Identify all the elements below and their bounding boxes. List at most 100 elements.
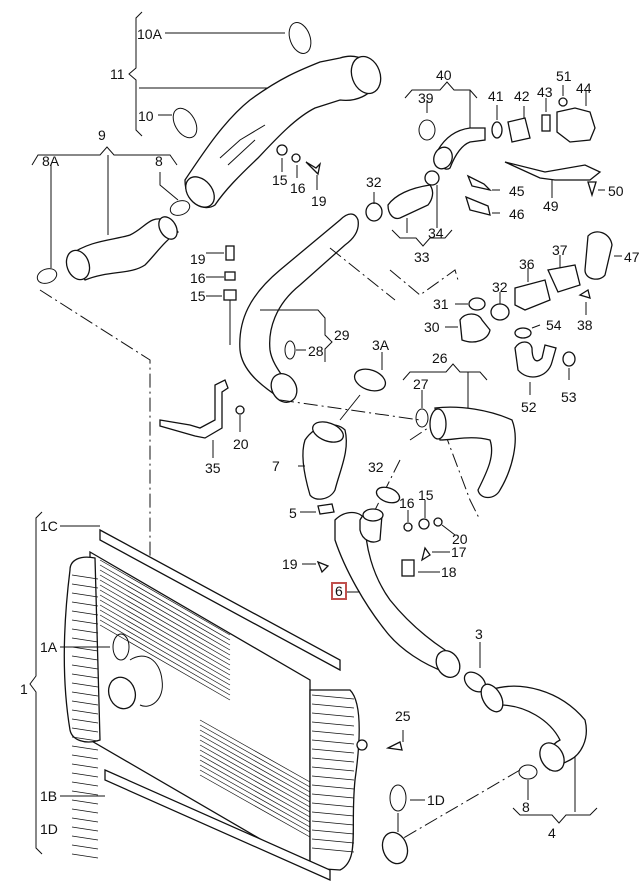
- tank-rib: [71, 808, 99, 814]
- part-label: 19: [190, 251, 206, 267]
- part-label: 50: [608, 183, 624, 199]
- o-ring-8A: [36, 268, 58, 284]
- part-label: 34: [428, 225, 444, 241]
- tank-rib: [71, 637, 99, 643]
- hose-4: [488, 685, 587, 771]
- part-label: 47: [624, 249, 640, 265]
- o-ring-8b: [518, 764, 538, 780]
- pipe-29: [239, 213, 359, 399]
- part-label: 32: [368, 459, 384, 475]
- tank-rib: [311, 838, 355, 844]
- part-label: 10A: [137, 26, 162, 42]
- valve-44: [556, 107, 596, 143]
- tank-rib: [71, 754, 99, 760]
- part-label: 16: [190, 270, 206, 286]
- tank-rib: [311, 847, 355, 853]
- clamp-32a: [365, 202, 383, 222]
- tank-rib: [311, 730, 355, 736]
- tank-rib: [71, 835, 99, 841]
- tank-rib: [71, 727, 99, 733]
- tank-rib: [311, 811, 355, 817]
- part-label: 1C: [40, 518, 58, 534]
- tank-rib: [71, 655, 99, 661]
- cooler-fin: [99, 624, 231, 701]
- part-label: 19: [311, 193, 327, 209]
- tank-rib: [71, 790, 99, 796]
- part-label: 20: [452, 531, 468, 547]
- clamp-41: [491, 121, 503, 139]
- part-label: 16: [290, 180, 306, 196]
- cooler-fin: [99, 559, 231, 636]
- cooler-fin: [199, 719, 311, 783]
- tank-rib: [311, 721, 355, 727]
- part-label: 39: [418, 90, 434, 106]
- part-label: 49: [543, 198, 559, 214]
- part-label: 32: [492, 279, 508, 295]
- o-ring-27: [415, 408, 429, 428]
- part-label: 8A: [42, 153, 60, 169]
- tank-rib: [311, 802, 355, 808]
- tank-rib: [311, 784, 355, 790]
- cooler-fin: [199, 744, 311, 808]
- tank-rib: [71, 709, 99, 715]
- part-label: 9: [98, 127, 106, 143]
- cooler-fin: [99, 584, 231, 661]
- tank-rib: [71, 745, 99, 751]
- cooler-fin: [99, 614, 231, 691]
- part-label: 1A: [40, 639, 58, 655]
- cooler-fin: [99, 619, 231, 696]
- part-label: 15: [272, 172, 288, 188]
- part-label: 5: [289, 505, 297, 521]
- sensor-18: [401, 559, 415, 577]
- clamp-32b: [490, 303, 510, 321]
- tank-rib: [71, 817, 99, 823]
- cooler-fin: [199, 729, 311, 793]
- part-label: 8: [155, 153, 163, 169]
- clip-46: [464, 195, 491, 216]
- brace-11: [128, 11, 312, 139]
- part-label: 45: [509, 183, 525, 199]
- gasket-43: [541, 114, 551, 132]
- tank-rib: [71, 646, 99, 652]
- tank-rib: [311, 766, 355, 772]
- part-label: 38: [577, 317, 593, 333]
- tank-rib: [311, 829, 355, 835]
- tank-rib: [311, 748, 355, 754]
- tank-rib: [71, 628, 99, 634]
- part-label: 11: [110, 66, 125, 82]
- part-label: 10: [138, 108, 154, 124]
- tank-rib: [311, 739, 355, 745]
- tank-rib: [311, 757, 355, 763]
- elbow-30: [459, 313, 491, 343]
- o-ring-10: [172, 107, 198, 139]
- part-label: 51: [556, 68, 572, 84]
- tank-rib: [311, 694, 355, 700]
- part-label: 25: [395, 708, 411, 724]
- part-label: 18: [441, 564, 457, 580]
- part-label: 33: [414, 249, 430, 265]
- o-ring-10A: [288, 22, 312, 54]
- part-label: 30: [424, 319, 440, 335]
- part-label: 40: [436, 67, 452, 83]
- tank-rib: [71, 772, 99, 778]
- cooler-fin: [99, 594, 231, 671]
- part-label: 4: [548, 825, 556, 841]
- hose-9: [69, 218, 180, 281]
- tank-rib: [71, 826, 99, 832]
- tank-rib: [71, 763, 99, 769]
- clamp-32: [362, 508, 384, 522]
- part-label: 20: [233, 436, 249, 452]
- cooler-fin: [99, 574, 231, 651]
- cooler-fin: [199, 774, 311, 838]
- connector-36: [514, 279, 551, 311]
- cooler-fin: [199, 749, 311, 813]
- cooler-fin: [99, 604, 231, 681]
- tank-rib: [311, 712, 355, 718]
- bracket-35: [159, 379, 229, 439]
- cooler-fin: [99, 589, 231, 666]
- tank-rib: [311, 775, 355, 781]
- tank-rib: [71, 592, 99, 598]
- intercooler-1: [29, 511, 425, 882]
- tank-rib: [71, 610, 99, 616]
